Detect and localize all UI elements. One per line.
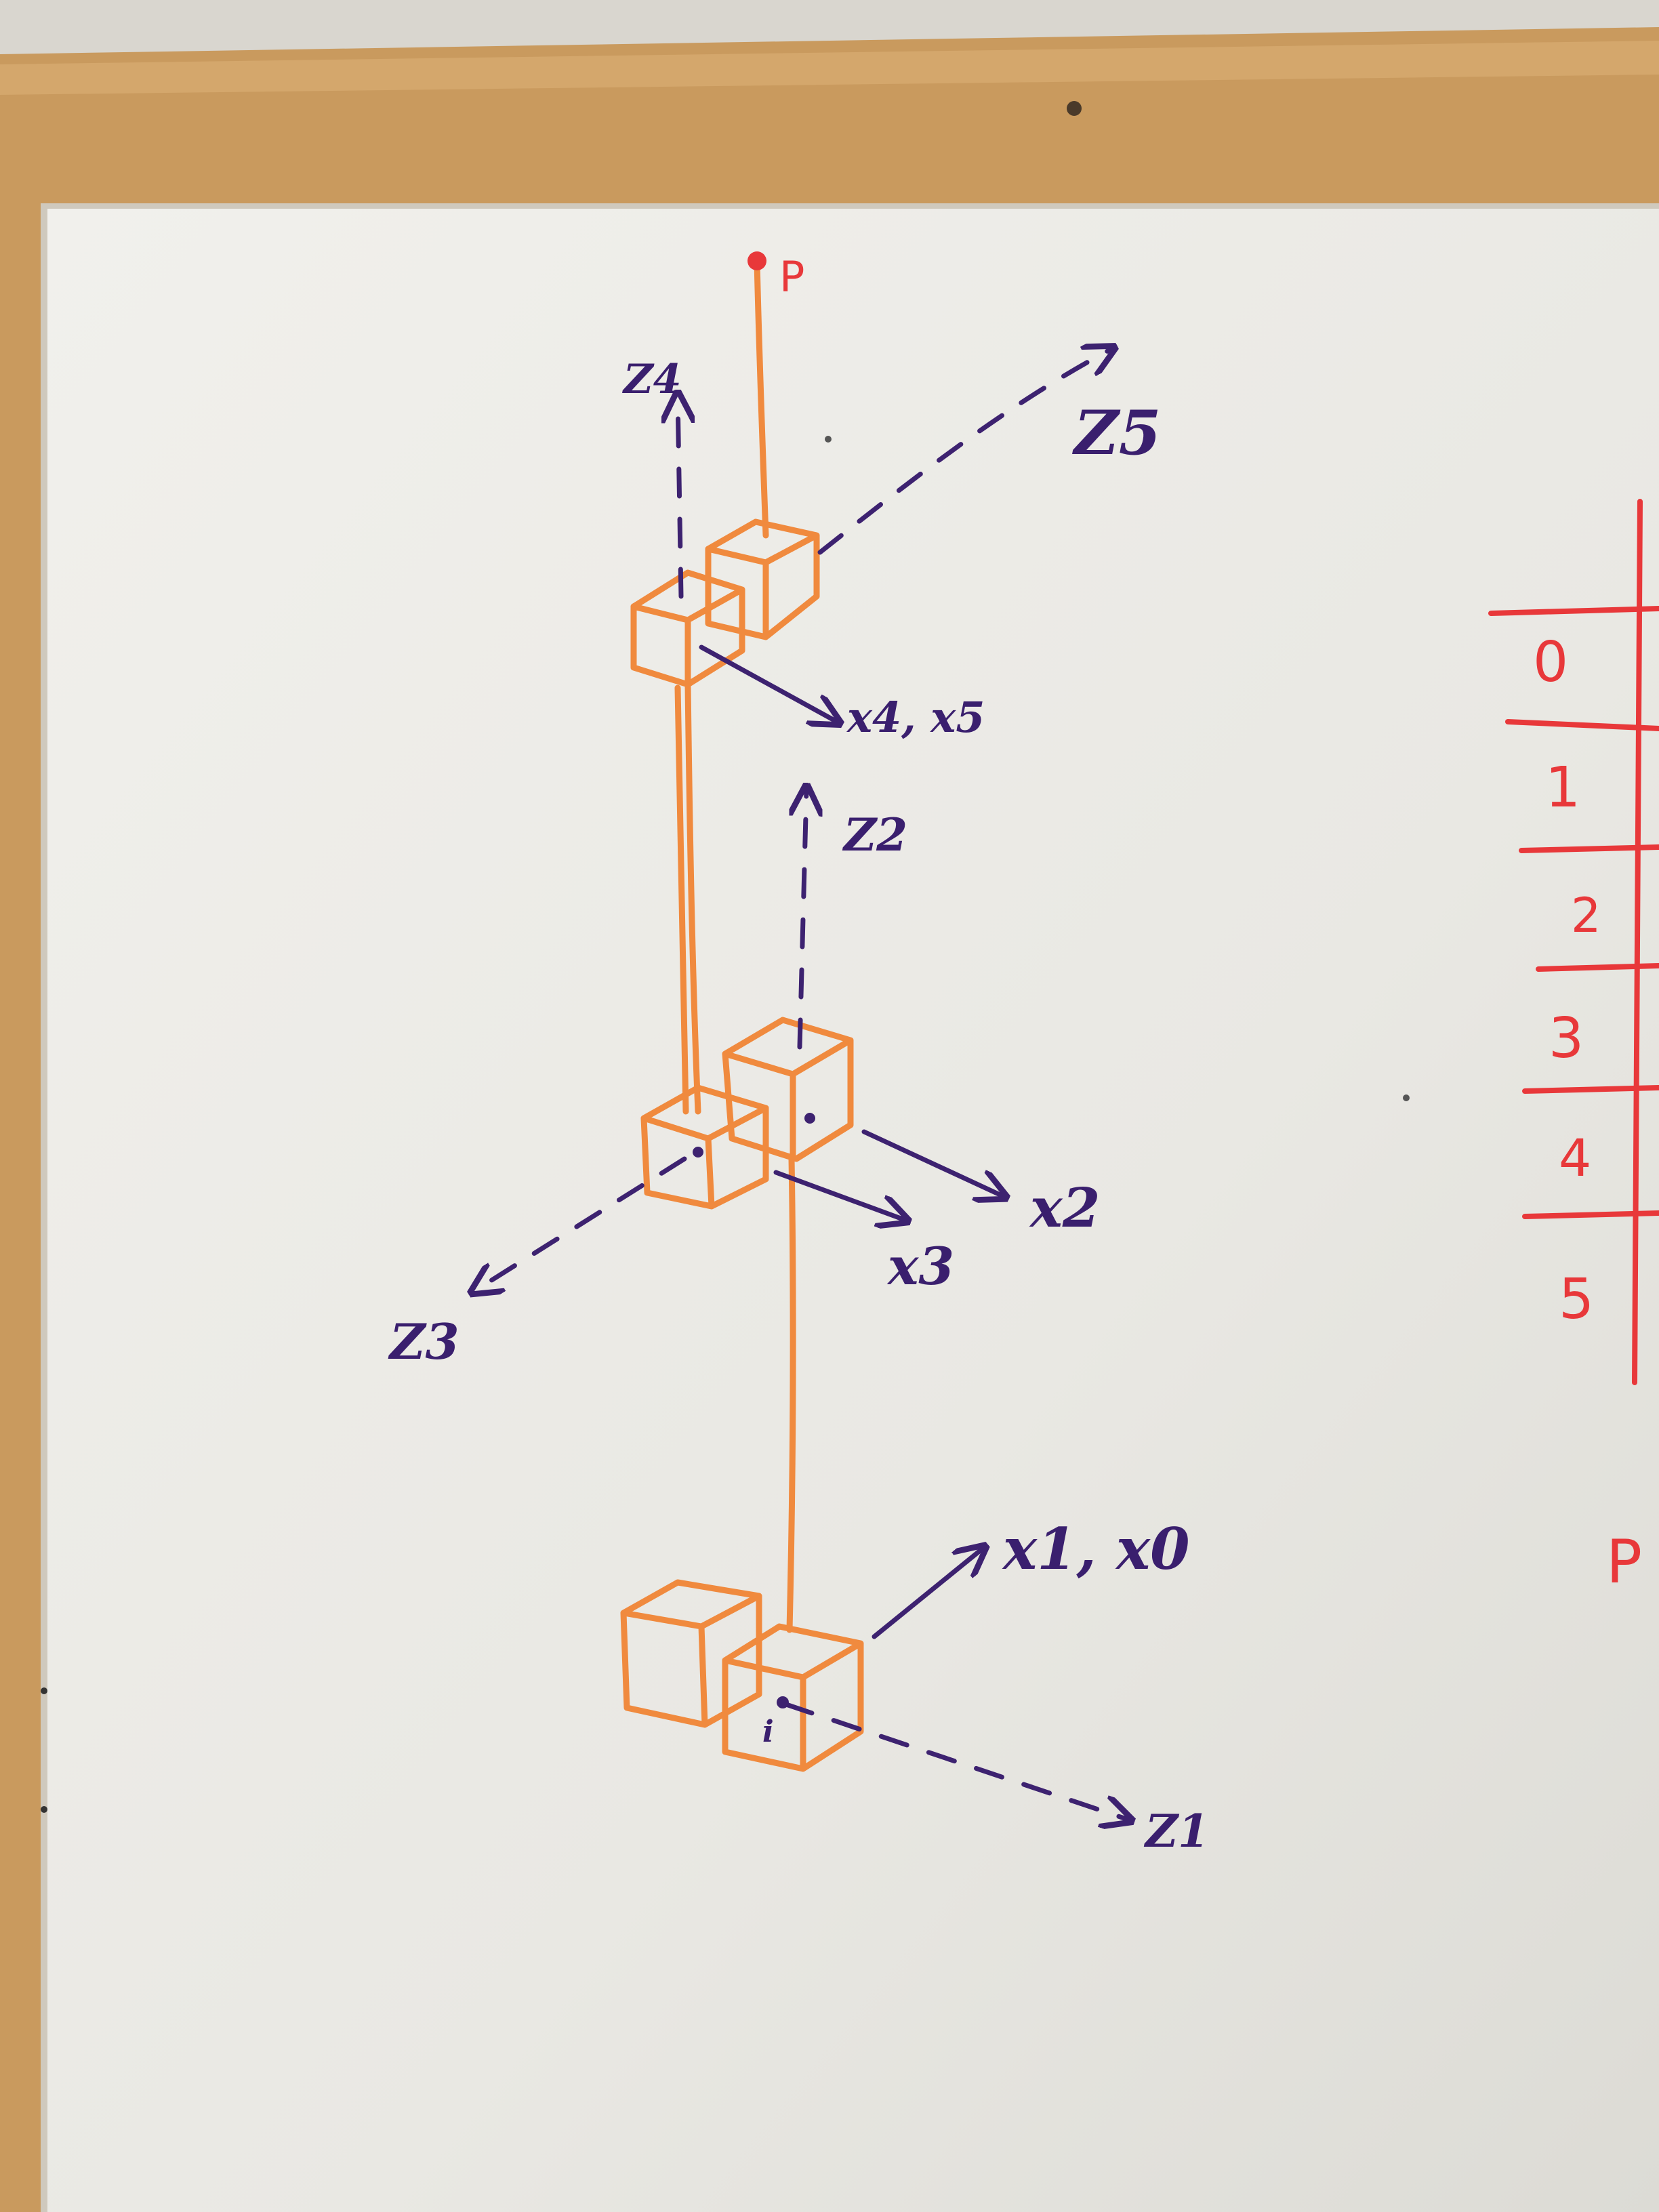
table-row-1: 1: [1545, 756, 1580, 820]
z1-label: Z1: [1143, 1805, 1209, 1858]
table-row-4: 4: [1559, 1128, 1591, 1188]
table-below-label: P: [1606, 1527, 1642, 1597]
x1-x0-label: x1, x0: [1002, 1515, 1190, 1582]
z2-label: Z2: [842, 808, 907, 861]
table-row-2: 2: [1571, 888, 1601, 943]
dh-table: 0 1 2 3 4 5 P: [1488, 499, 1659, 1597]
x4-x5-label: x4, x5: [846, 693, 985, 742]
z4-label: Z4: [622, 356, 682, 403]
point-p-label: P: [779, 252, 804, 302]
coordinate-axes: [474, 349, 1128, 1820]
base-mark-label: i: [762, 1715, 774, 1749]
whiteboard-frame: [0, 27, 1659, 2212]
robot-arm-drawing: [620, 251, 864, 1772]
x3-label: x3: [886, 1236, 954, 1296]
point-p-dot: [747, 251, 766, 270]
table-row-5: 5: [1559, 1267, 1594, 1332]
table-row-0: 0: [1533, 630, 1568, 695]
z3-label: Z3: [388, 1313, 459, 1370]
z5-label: Z5: [1072, 397, 1161, 469]
screw-icon: [1067, 101, 1082, 116]
whiteboard-surface: [47, 209, 1659, 2212]
table-row-3: 3: [1549, 1006, 1584, 1071]
x2-label: x2: [1029, 1176, 1100, 1240]
